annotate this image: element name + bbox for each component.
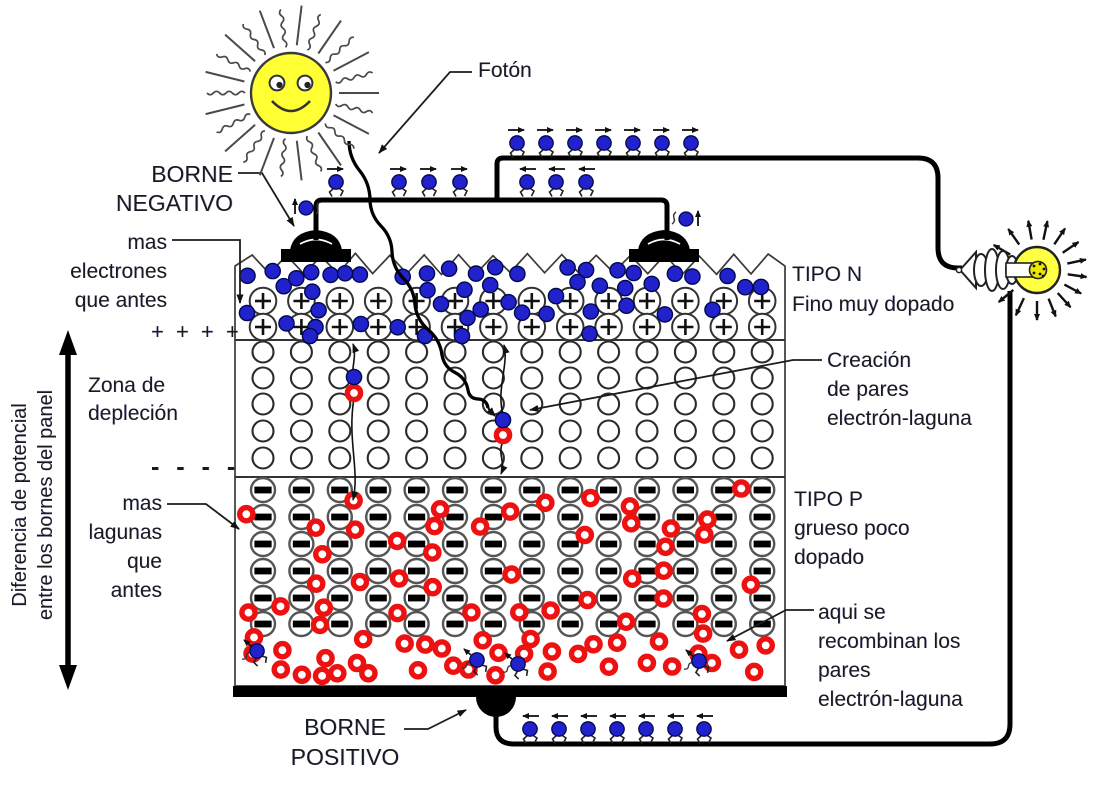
electron-figure bbox=[421, 174, 438, 197]
circuit-electrons-bus bbox=[327, 166, 595, 197]
photon-wave-icon bbox=[347, 140, 490, 409]
n-layer-free-electrons bbox=[238, 258, 770, 345]
negative-terminal-leader-arrow bbox=[238, 172, 295, 227]
electron-figure bbox=[638, 721, 655, 744]
more-holes-leader-arrow bbox=[167, 503, 240, 530]
light-bulb-icon bbox=[955, 219, 1088, 321]
electron-figure bbox=[249, 643, 268, 667]
circuit-electrons-bottom-wire bbox=[522, 713, 713, 744]
more-electrons-leader-arrow bbox=[172, 239, 244, 304]
photon-arrow bbox=[486, 407, 496, 417]
electron-figure bbox=[519, 174, 536, 197]
created-hole bbox=[344, 383, 364, 403]
photon-label: Fotón bbox=[478, 59, 532, 82]
electron-figure bbox=[625, 135, 642, 158]
electron-figure bbox=[567, 135, 584, 158]
created-electron bbox=[494, 411, 512, 429]
pair-creation-label: Creación de pares electrón-laguna bbox=[827, 349, 972, 430]
electron-figure bbox=[452, 174, 469, 197]
electron-figure bbox=[609, 721, 626, 744]
electron-figure bbox=[510, 656, 529, 680]
electron-climbing-left-terminal bbox=[292, 198, 320, 216]
junction-minus-charges: - - - - bbox=[151, 453, 241, 481]
electron-figure bbox=[328, 174, 345, 197]
foton-leader-arrow bbox=[378, 71, 472, 154]
electron-figure bbox=[683, 135, 700, 158]
electron-figure bbox=[469, 652, 488, 676]
electron-figure bbox=[548, 174, 565, 197]
potential-difference-arrow bbox=[59, 330, 77, 690]
electron-figure bbox=[522, 721, 539, 744]
electron-figure bbox=[538, 135, 555, 158]
electron-climbing-right-terminal bbox=[671, 210, 701, 227]
electron-figure bbox=[691, 653, 710, 677]
created-hole bbox=[493, 425, 513, 445]
electron-hole-pairs bbox=[344, 343, 513, 501]
more-electrons-label: mas electrones que antes bbox=[70, 231, 167, 312]
recombination-label: aqui se recombinan los pares electrón-la… bbox=[818, 601, 963, 711]
more-holes-label: mas lagunas que antes bbox=[88, 492, 162, 602]
donor-ions bbox=[248, 286, 777, 342]
positive-terminal-label: BORNE POSITIVO bbox=[290, 714, 400, 770]
electron-figure bbox=[509, 135, 526, 158]
acceptor-ions bbox=[249, 476, 776, 638]
terminal-bus-wire bbox=[313, 197, 670, 240]
electron-figure bbox=[578, 174, 595, 197]
sun-icon bbox=[205, 5, 379, 181]
electron-figure bbox=[391, 174, 408, 197]
negative-terminal-right bbox=[629, 230, 699, 262]
p-type-label: TIPO P grueso poco dopado bbox=[794, 488, 910, 569]
electron-figure bbox=[596, 135, 613, 158]
pair-creation-leader-arrow bbox=[529, 359, 822, 412]
electron-figure bbox=[654, 135, 671, 158]
electron-figure bbox=[667, 721, 684, 744]
electron-figure bbox=[580, 721, 597, 744]
bottom-wire-to-bulb bbox=[493, 291, 1013, 747]
recombination-leader-arrow bbox=[726, 609, 814, 642]
n-type-label: TIPO N Fino muy dopado bbox=[792, 263, 955, 316]
top-wire-to-bulb bbox=[494, 155, 962, 271]
created-electron bbox=[345, 368, 363, 386]
circuit-electrons-top-wire bbox=[508, 127, 700, 158]
positive-terminal-leader-arrow bbox=[404, 709, 467, 730]
depletion-zone-label: Zona de depleción bbox=[88, 374, 178, 425]
potential-difference-label: Diferencia de potencial entre los bornes… bbox=[9, 389, 57, 621]
junction-plus-charges: + + + + bbox=[151, 319, 242, 344]
electron-figure bbox=[696, 721, 713, 744]
circuit-wires bbox=[313, 155, 1013, 747]
negative-terminal-label: BORNE NEGATIVO bbox=[115, 161, 233, 216]
electron-figure bbox=[551, 721, 568, 744]
recombining-electrons bbox=[241, 639, 710, 680]
